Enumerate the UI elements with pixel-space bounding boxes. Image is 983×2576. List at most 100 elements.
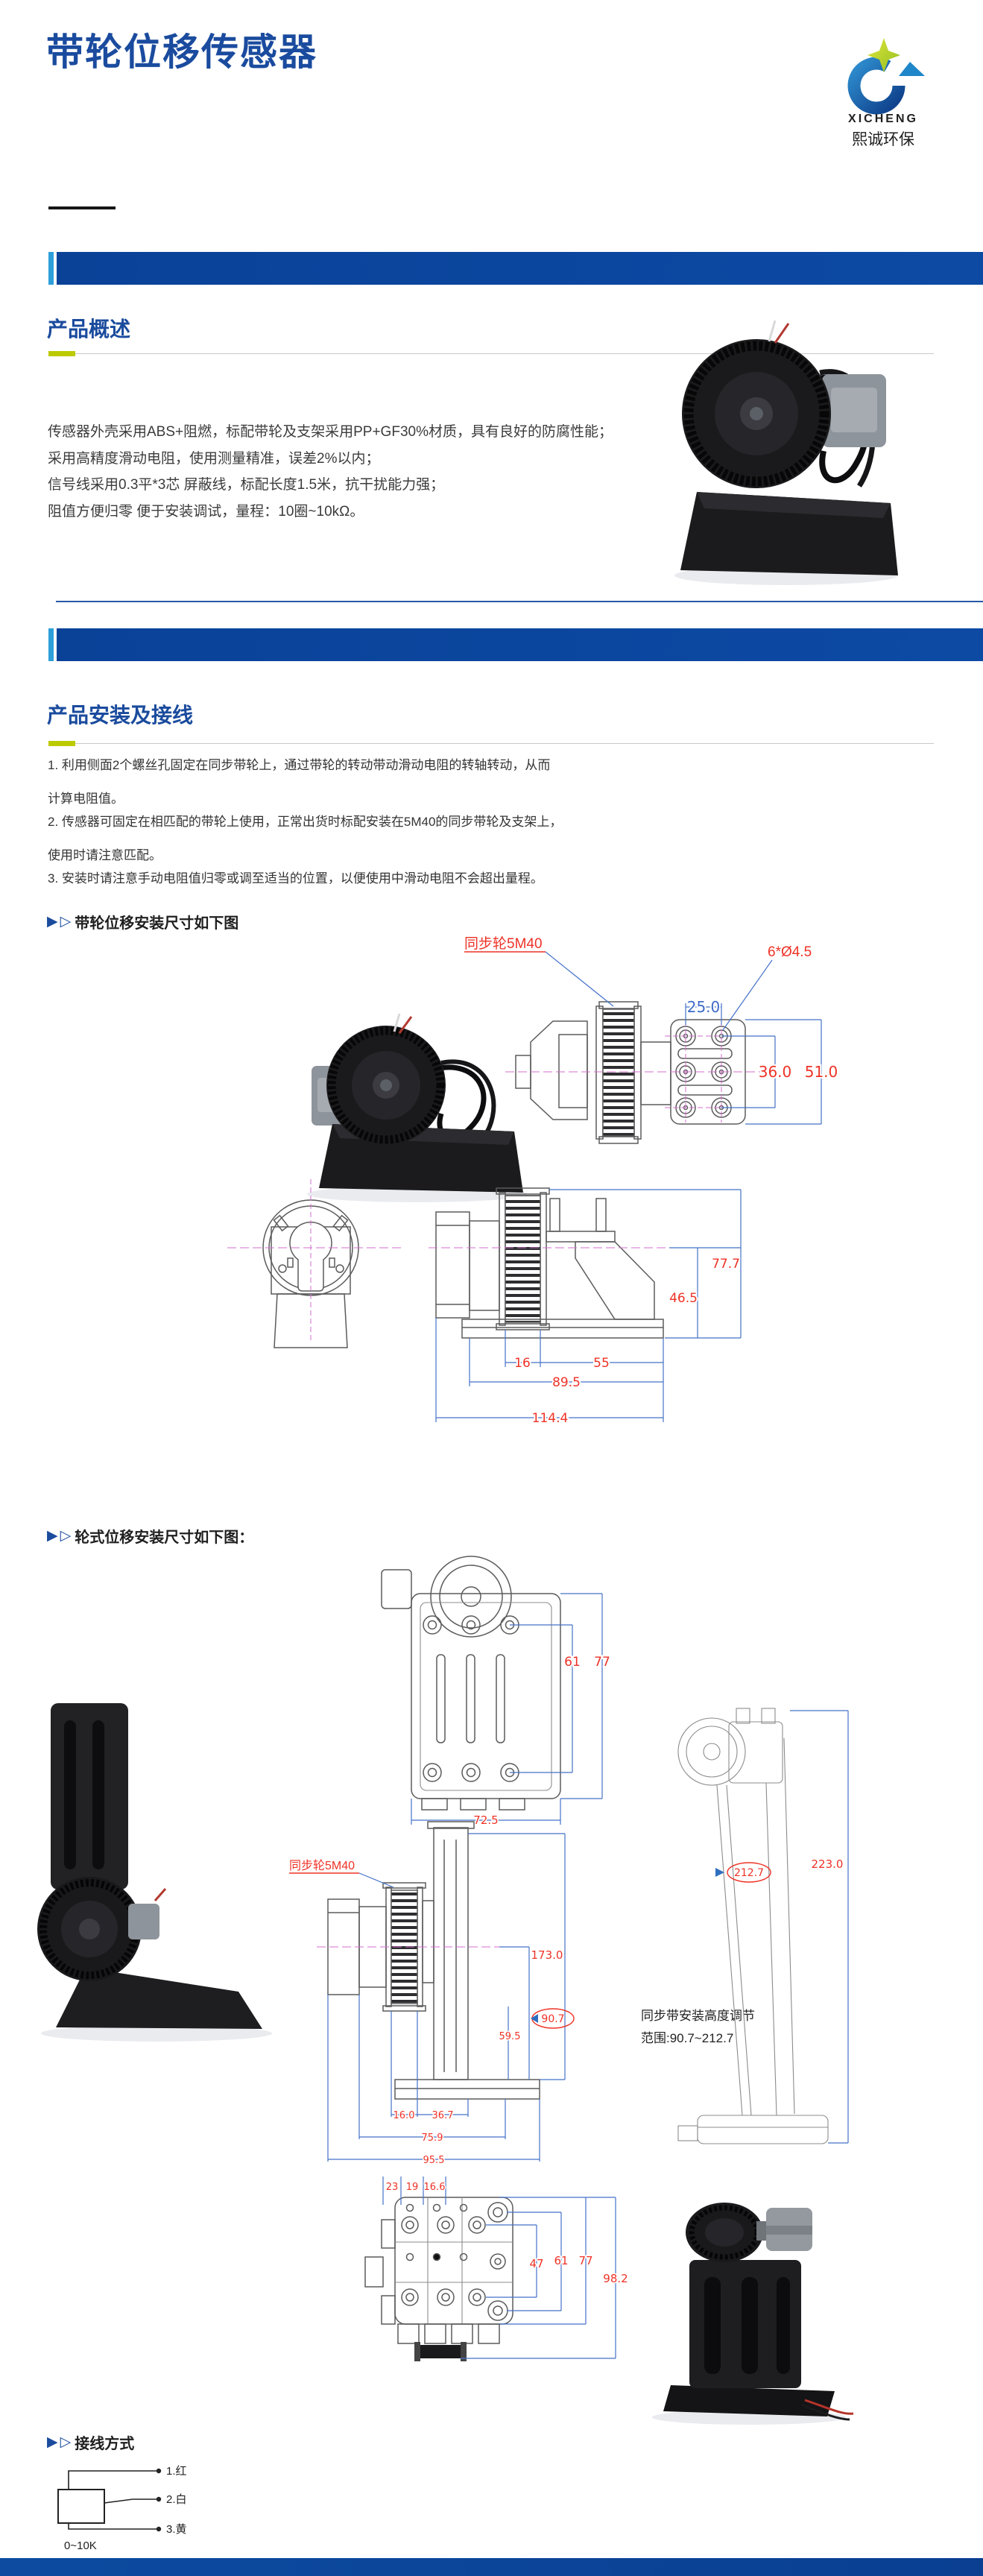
rule-green-segment: [48, 741, 75, 746]
fig2-pulley-label: 同步轮5M40: [289, 1859, 355, 1872]
fig2-product-photo-2: [652, 2203, 854, 2425]
dim-72-5: 72.5: [473, 1813, 498, 1827]
dim-55: 55: [593, 1356, 610, 1371]
wiring-caption-text: 接线方式: [75, 2436, 135, 2452]
fig2-caption: ▶ ▷ 轮式位移安装尺寸如下图：: [47, 1525, 253, 1547]
dim-61-top: 61: [564, 1655, 581, 1670]
wire-terminal-dot: [156, 2496, 162, 2502]
logo-c-mark: [847, 57, 905, 115]
bar-accent-stripe: [48, 252, 54, 285]
overview-line: 阻值方便归零 便于安装调试，量程：10圈~10kΩ。: [48, 503, 364, 520]
brand-name-en: XICHENG: [848, 113, 918, 125]
wiring-schematic: 1.红 2.白 3.黄 0~10K: [57, 2465, 187, 2552]
fig1-holes-label: 6*Ø4.5: [768, 944, 812, 960]
overview-line: 传感器外壳采用ABS+阻燃，标配带轮及支架采用PP+GF30%材质，具有良好的防…: [48, 424, 613, 440]
install-step: 使用时请注意匹配。: [48, 848, 162, 862]
pin-3-label: 3.黄: [166, 2523, 187, 2536]
bar-main: [57, 252, 983, 285]
dim-36-7: 36.7: [432, 2110, 454, 2121]
triangle-filled-icon: ▶: [47, 914, 58, 929]
dim-36: 36.0: [759, 1063, 792, 1081]
rule-gray-line: [75, 743, 934, 744]
dim-61-bottom: 61: [554, 2254, 568, 2267]
fig2-front-dims: [411, 1593, 603, 1825]
fig2-caption-text: 轮式位移安装尺寸如下图：: [75, 1530, 254, 1546]
dim-75-9: 75.9: [422, 2133, 443, 2144]
fig2-drawing: 61 77 72.5: [37, 1556, 854, 2425]
dim-98-2: 98.2: [603, 2272, 628, 2285]
triangle-filled-icon: ▶: [47, 1528, 58, 1544]
triangle-outline-icon: ▷: [60, 2434, 72, 2450]
dim-77-7: 77.7: [712, 1257, 740, 1272]
divider-hairline: [56, 601, 983, 602]
fig1-pulley-label: 同步轮5M40: [464, 935, 543, 952]
triangle-filled-icon: ▶: [47, 2434, 58, 2450]
fig1-side-cad: [515, 1001, 746, 1144]
dim-173: 173.0: [531, 1948, 563, 1962]
product-photo: [674, 320, 898, 585]
dim-223: 223.0: [812, 1857, 844, 1871]
fig2-assembly-cad: [677, 1708, 829, 2144]
pin-2-label: 2.白: [166, 2493, 187, 2506]
fig1-caption-text: 带轮位移安装尺寸如下图: [75, 915, 239, 932]
dim-16-0: 16.0: [393, 2110, 415, 2121]
install-step: 3. 安装时请注意手动电阻值归零或调至适当的位置，以便使用中滑动电阻不会超出量程…: [48, 871, 543, 886]
dim-23: 23: [386, 2182, 399, 2193]
pointer-triangle-icon: [715, 1868, 724, 1877]
dim-47: 47: [529, 2257, 543, 2270]
fig2-assembly-dims: [790, 1710, 849, 2144]
dim-212-7: 212.7: [734, 1867, 764, 1879]
fig1-caption: ▶ ▷ 带轮位移安装尺寸如下图: [47, 911, 238, 932]
fig2-backplate-dims: [382, 2176, 616, 2359]
wiring-caption: ▶ ▷ 接线方式: [47, 2431, 134, 2453]
fig1-product-photo: [307, 1013, 528, 1202]
fig2-side-dims: [327, 1833, 566, 2162]
height-note-line1: 同步带安装高度调节: [641, 2009, 755, 2023]
potentiometer-symbol: [57, 2489, 105, 2524]
brand-name-cn: 熙诚环保: [852, 131, 914, 148]
fig1-dim-lines-top: [545, 951, 822, 1125]
overview-heading: 产品概述: [47, 318, 131, 341]
dim-95-5: 95.5: [423, 2155, 445, 2166]
resistance-range-label: 0~10K: [64, 2539, 97, 2552]
rule-green-segment: [48, 351, 75, 356]
fig1-dim-lines-bottom: [435, 1189, 742, 1422]
dim-114-4: 114.4: [532, 1411, 569, 1426]
dim-90-7: 90.7: [541, 2013, 564, 2025]
dim-77-top: 77: [594, 1655, 610, 1670]
dim-59-5: 59.5: [499, 2031, 521, 2042]
title-underline: [48, 206, 116, 209]
dim-51: 51.0: [805, 1063, 838, 1081]
triangle-outline-icon: ▷: [60, 914, 72, 929]
overview-text: 传感器外壳采用ABS+阻燃，标配带轮及支架采用PP+GF30%材质，具有良好的防…: [48, 419, 659, 525]
height-note-line2: 范围:90.7~212.7: [641, 2031, 733, 2045]
pointer-triangle-icon: [531, 2014, 538, 2023]
install-step: 计算电阻值。: [48, 792, 124, 806]
fig2-front-cad: [381, 1556, 561, 1811]
wire-terminal-dot: [156, 2526, 162, 2532]
dim-16-6: 16.6: [424, 2182, 446, 2193]
brand-logo-icon: [847, 38, 925, 115]
rule-gray-line: [75, 353, 934, 354]
fig1-elevation-cad: [435, 1187, 664, 1339]
overview-line: 信号线采用0.3平*3芯 屏蔽线，标配长度1.5米，抗干扰能力强；: [48, 477, 445, 493]
bar-main: [57, 628, 983, 661]
footer-bar: [0, 2558, 983, 2576]
overview-line: 采用高精度滑动电阻，使用测量精准，误差2%以内；: [48, 450, 380, 467]
install-step: 2. 传感器可固定在相匹配的带轮上使用，正常出货时标配安装在5M40的同步带轮及…: [48, 815, 563, 829]
fig2-backplate-cad: [364, 2197, 513, 2361]
section-bar-1: [0, 252, 983, 285]
bar-accent-stripe: [48, 628, 54, 661]
wire-terminal-dot: [156, 2468, 162, 2474]
pin-1-label: 1.红: [166, 2465, 187, 2478]
dim-16: 16: [514, 1356, 531, 1371]
fig1-drawing: 同步轮5M40 6*Ø4.5 25.0 36.0 51.0: [227, 935, 839, 1427]
dim-25: 25.0: [687, 998, 721, 1016]
fig2-product-photo-1: [37, 1703, 272, 2042]
install-step: 1. 利用侧面2个螺丝孔固定在同步带轮上，通过带轮的转动带动滑动电阻的转轴转动，…: [48, 758, 551, 772]
section-bar-2: [0, 628, 983, 661]
triangle-outline-icon: ▷: [60, 1528, 72, 1544]
dim-19: 19: [406, 2182, 419, 2193]
dim-46-5: 46.5: [669, 1291, 698, 1306]
